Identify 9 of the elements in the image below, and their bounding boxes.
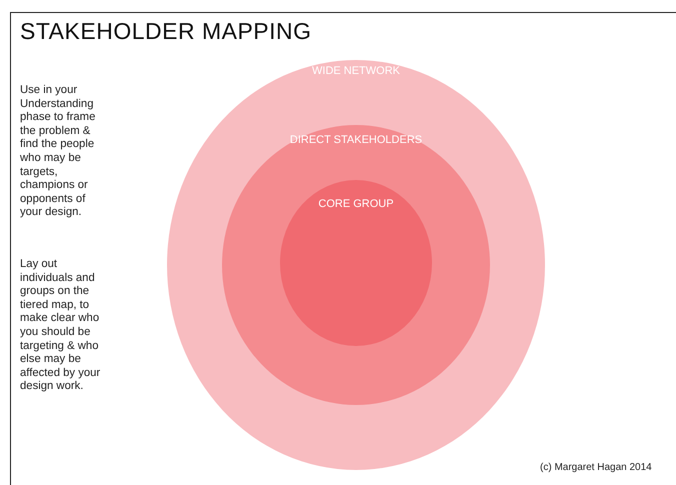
tier-ellipse <box>280 180 432 346</box>
tier-ellipse <box>222 125 490 405</box>
description-text: Use in your Understanding phase to frame the problem & find the people who may be targets, champions or opponents of your design. <box>20 84 96 220</box>
copyright-caption: (c) Margaret Hagan 2014 <box>540 462 652 473</box>
tier-label: CORE GROUP <box>317 198 395 210</box>
description-text: Lay out individuals and groups on the tiered map, to make clear who you should be targeting & who else may be affected by your design work. <box>20 258 102 394</box>
title: STAKEHOLDER MAPPING <box>20 18 312 45</box>
tier-label: WIDE NETWORK <box>311 65 401 77</box>
tier-label: DIRECT STAKEHOLDERS <box>288 134 424 146</box>
